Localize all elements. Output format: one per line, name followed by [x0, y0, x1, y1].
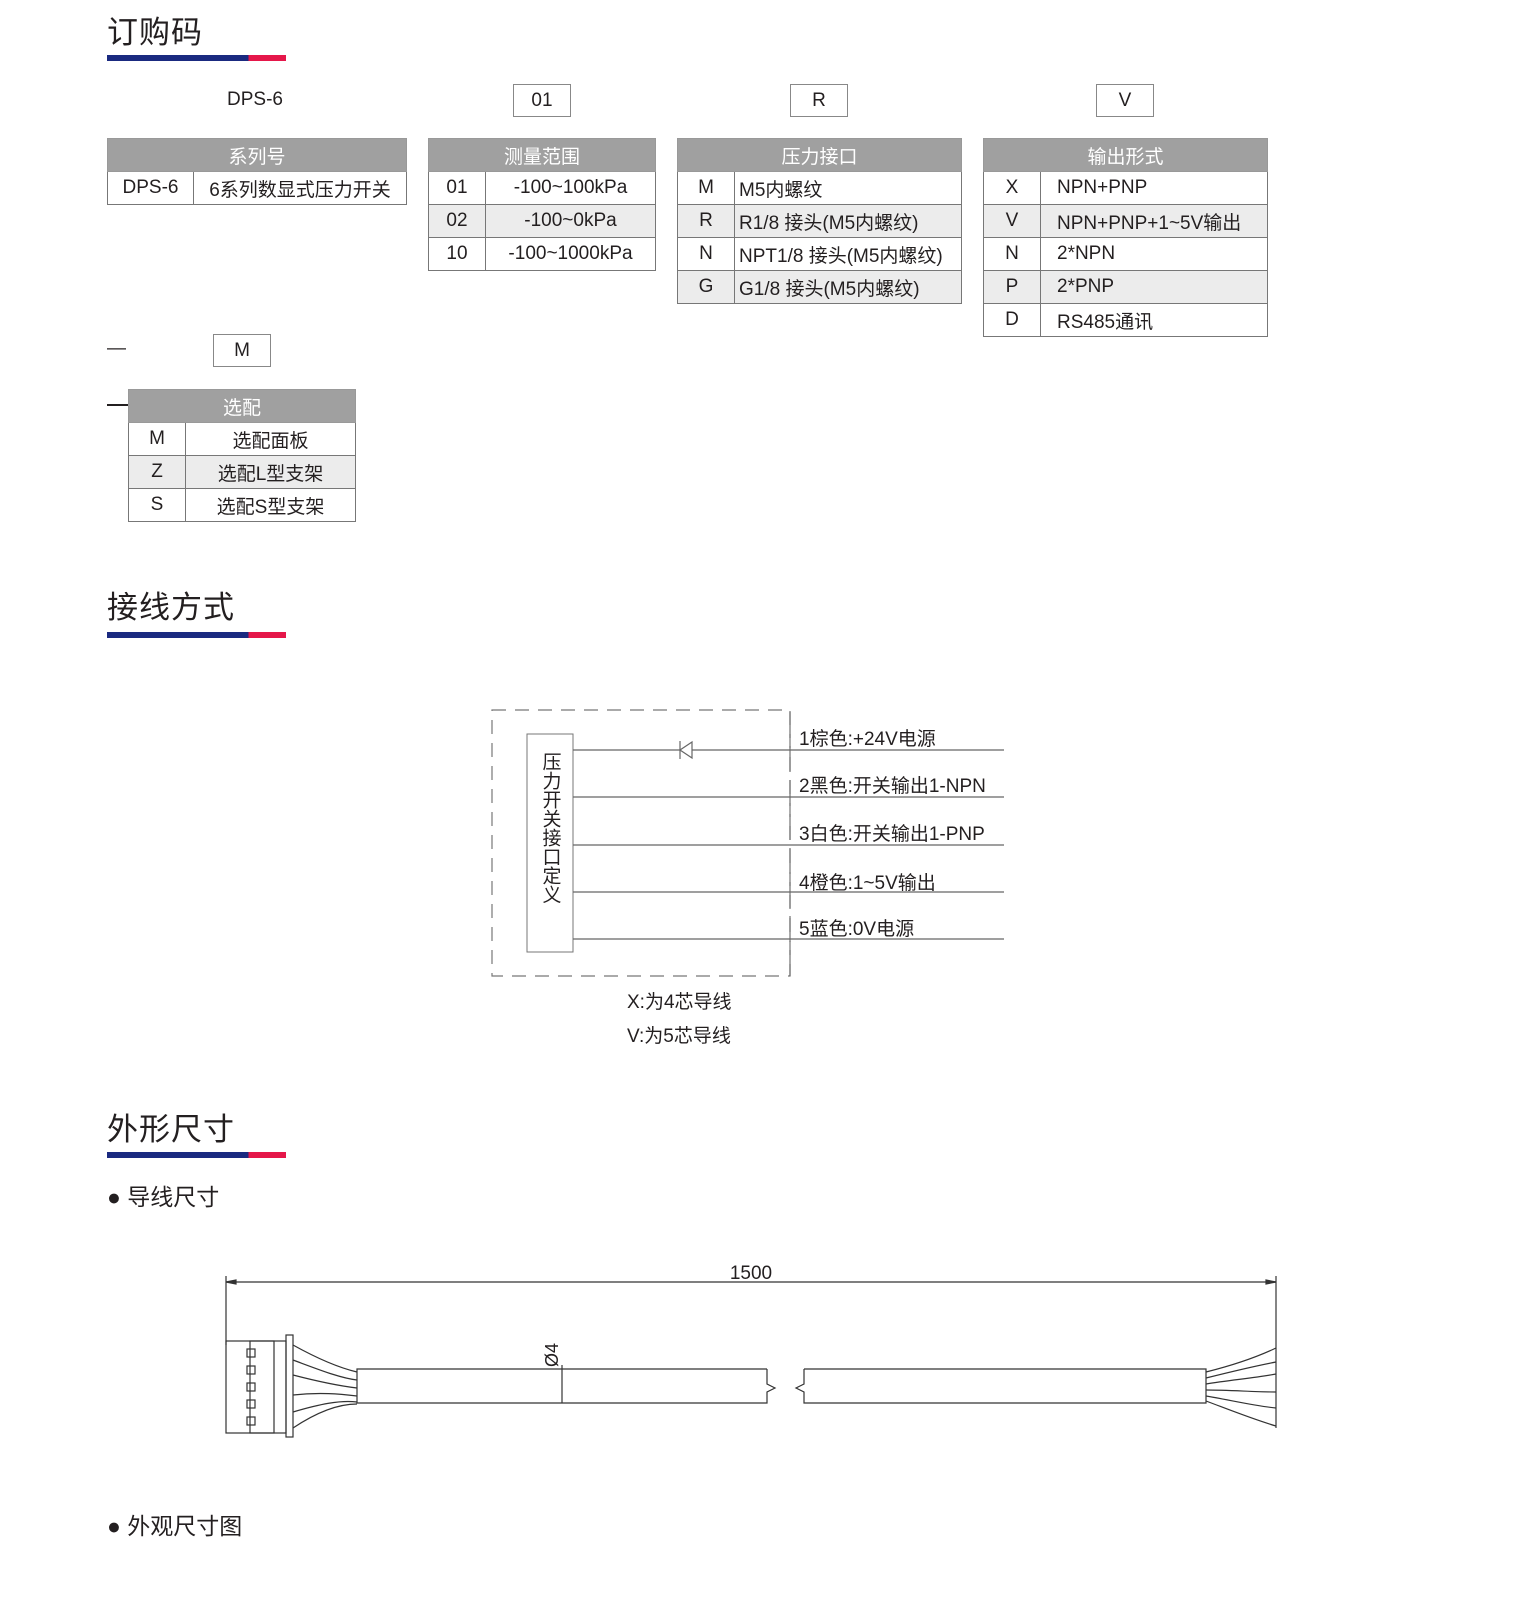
output-table-header: 输出形式 — [983, 138, 1268, 172]
wire-label-5: 5蓝色:0V电源 — [799, 918, 914, 940]
row-description: 选配S型支架 — [185, 488, 356, 522]
port-table-header: 压力接口 — [677, 138, 962, 172]
series-table-header: 系列号 — [107, 138, 407, 172]
row-description: R1/8 接头(M5内螺纹) — [734, 204, 962, 238]
bullet-cable-size: ● 导线尺寸 — [107, 1184, 220, 1210]
wire-label-1: 1棕色:+24V电源 — [799, 728, 936, 750]
section-underline — [107, 55, 286, 61]
option-table-header: 选配 — [128, 389, 356, 423]
cable-size-title: 导线尺寸 — [127, 1184, 220, 1210]
row-code: S — [128, 488, 186, 522]
dash-line — [107, 404, 128, 406]
table-row: 01-100~100kPa — [428, 171, 656, 205]
model-code: DPS-6 — [227, 89, 283, 110]
row-description: 6系列数显式压力开关 — [193, 171, 407, 205]
row-code: DPS-6 — [107, 171, 194, 205]
row-description: 2*NPN — [1040, 237, 1268, 271]
row-code: X — [983, 171, 1041, 205]
wire-label-3: 3白色:开关输出1-PNP — [799, 823, 985, 845]
row-code: V — [983, 204, 1041, 238]
row-description: 选配L型支架 — [185, 455, 356, 489]
diameter-label: Ø4 — [542, 1343, 562, 1367]
dash-separator: — — [107, 338, 126, 359]
arrow-left-icon — [225, 1279, 237, 1285]
option-code-box: M — [213, 334, 271, 367]
table-row: 10-100~1000kPa — [428, 237, 656, 271]
output-code-box: V — [1096, 84, 1154, 117]
wire-fan-right — [1205, 1345, 1277, 1428]
cable-segment-left — [356, 1368, 777, 1404]
row-code: D — [983, 303, 1041, 337]
table-row: 02-100~0kPa — [428, 204, 656, 238]
outline-title: 外观尺寸图 — [127, 1513, 243, 1539]
section-title-order-code: 订购码 — [107, 15, 203, 50]
row-description: -100~0kPa — [485, 204, 656, 238]
row-code: P — [983, 270, 1041, 304]
interface-box-label: 压力开关接口定义 — [540, 752, 562, 904]
wire-fan-left — [292, 1344, 358, 1429]
section-title-wiring: 接线方式 — [107, 590, 235, 625]
diode-icon — [678, 740, 693, 760]
wire-label-4: 4橙色:1~5V输出 — [799, 872, 936, 894]
port-code-box: R — [790, 84, 848, 117]
range-code-box: 01 — [513, 84, 571, 117]
row-description: 选配面板 — [185, 422, 356, 456]
row-code: N — [983, 237, 1041, 271]
range-table-header: 测量范围 — [428, 138, 656, 172]
row-description: RS485通讯 — [1040, 303, 1268, 337]
row-description: NPN+PNP+1~5V输出 — [1040, 204, 1268, 238]
note-v: V:为5芯导线 — [627, 1025, 731, 1047]
cable-drawing — [225, 1276, 1277, 1438]
wire-label-2: 2黑色:开关输出1-NPN — [799, 775, 986, 797]
cable-segment-right — [794, 1368, 1207, 1404]
note-x: X:为4芯导线 — [627, 991, 732, 1013]
row-description: 2*PNP — [1040, 270, 1268, 304]
row-description: G1/8 接头(M5内螺纹) — [734, 270, 962, 304]
length-label: 1500 — [730, 1263, 772, 1284]
row-code: G — [677, 270, 735, 304]
bullet-outline: ● 外观尺寸图 — [107, 1513, 243, 1539]
section-title-dimensions: 外形尺寸 — [107, 1112, 235, 1147]
connector-housing — [225, 1334, 294, 1438]
arrow-right-icon — [1265, 1279, 1277, 1285]
row-description: -100~1000kPa — [485, 237, 656, 271]
row-code: M — [128, 422, 186, 456]
wire-lines — [573, 749, 1004, 940]
section-underline — [107, 1152, 286, 1158]
row-code: 02 — [428, 204, 486, 238]
dashed-boundary — [491, 709, 791, 977]
row-code: 01 — [428, 171, 486, 205]
interface-box — [526, 733, 574, 953]
row-description: NPN+PNP — [1040, 171, 1268, 205]
section-underline — [107, 632, 286, 638]
